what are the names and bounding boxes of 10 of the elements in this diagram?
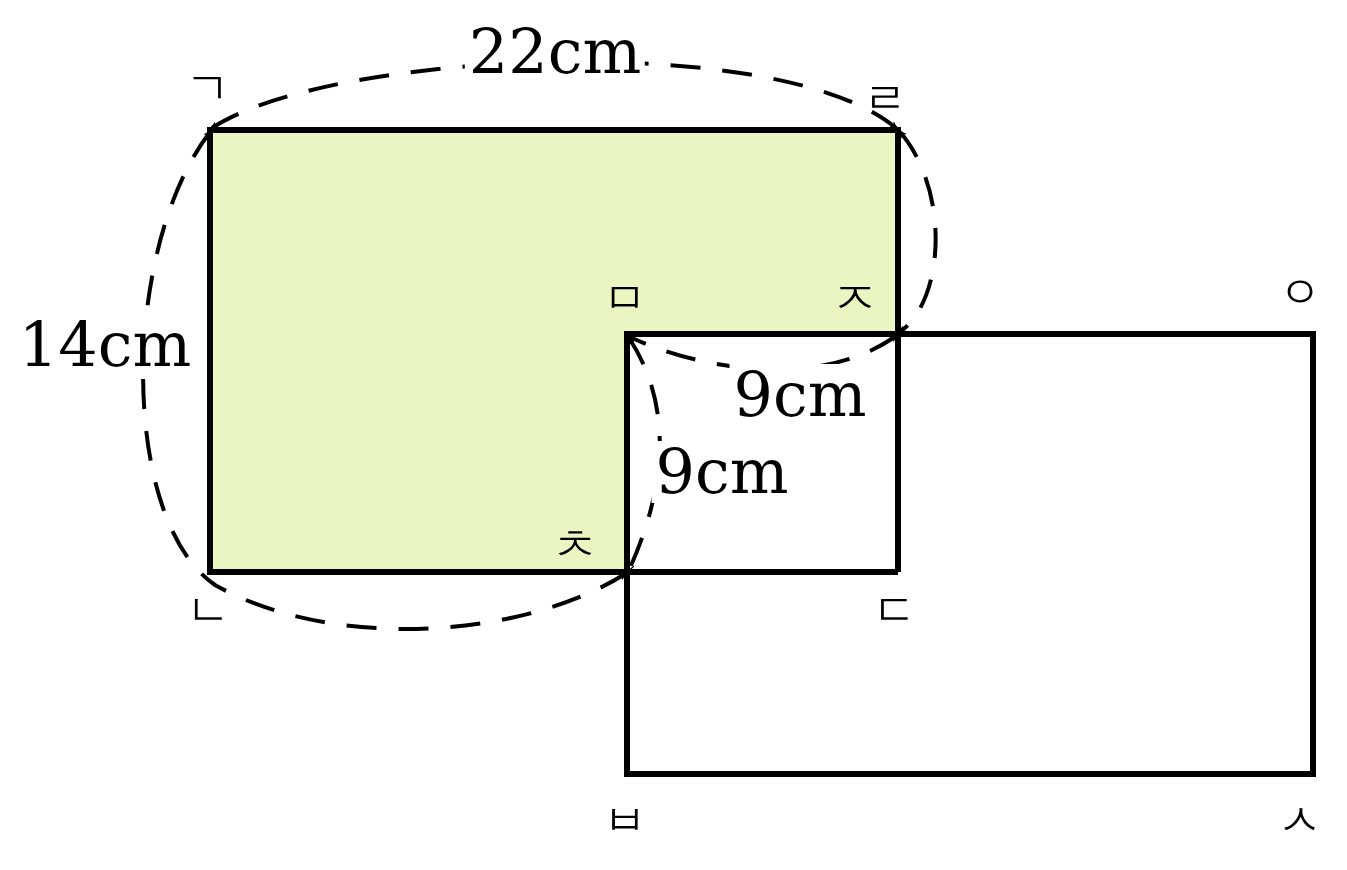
vertex-label: ㅁ xyxy=(603,276,647,320)
vertex-label: ㄴ xyxy=(186,588,230,632)
vertex-label: ㅊ xyxy=(553,523,597,567)
vertex-label: ㄷ xyxy=(873,588,917,632)
vertex-label: ㅈ xyxy=(833,276,877,320)
vertex-label: ㄱ xyxy=(186,66,230,110)
vertex-label: ㄹ xyxy=(863,76,907,120)
vertex-label: ㅅ xyxy=(1278,798,1322,842)
vertex-label: ㅇ xyxy=(1278,270,1322,314)
vertex-label: ㅂ xyxy=(603,798,647,842)
